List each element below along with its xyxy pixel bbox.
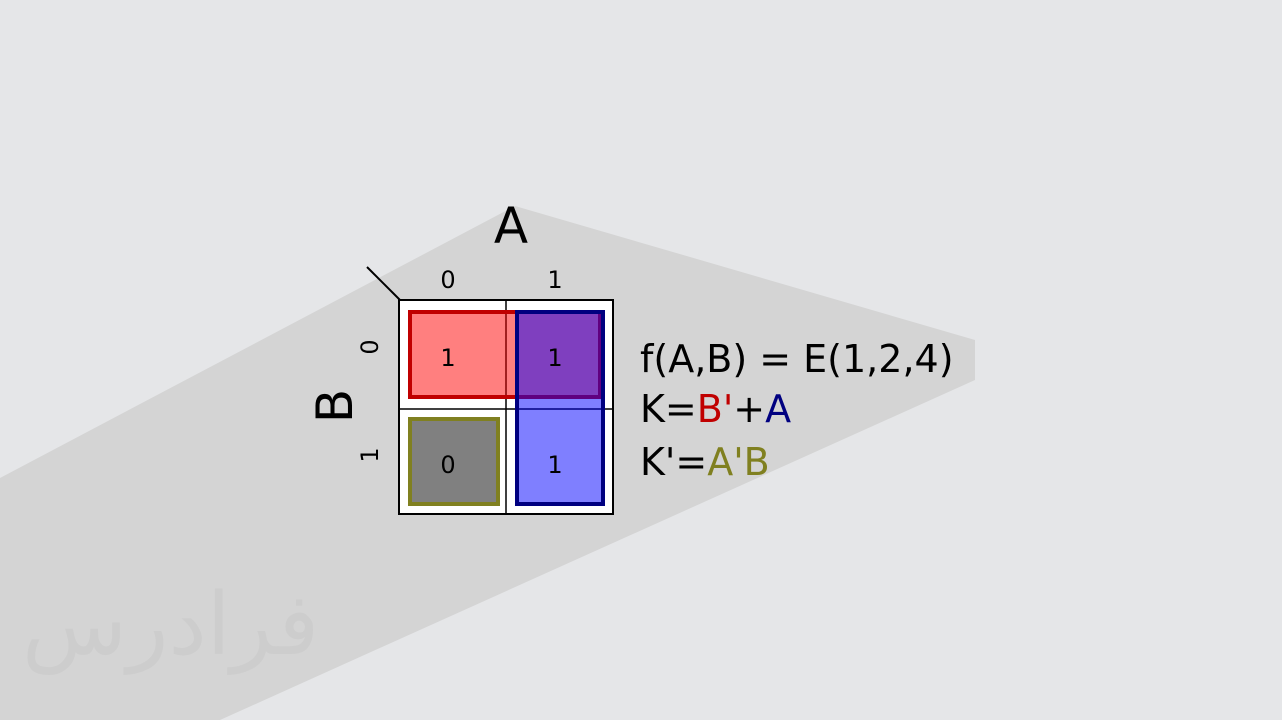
- k-complement-prefix: K'=: [640, 440, 708, 484]
- group-a: [515, 310, 605, 506]
- faradars-watermark-logo: فرادرس: [22, 575, 320, 675]
- k-prefix: K=: [640, 387, 697, 431]
- cell-b1-a0: 0: [440, 451, 455, 479]
- cell-b0-a1: 1: [547, 344, 562, 372]
- row-variable-label: B: [306, 389, 364, 423]
- k-complement-term: A'B: [707, 440, 770, 484]
- row-header-0: 0: [356, 339, 384, 354]
- k-expression: K=B'+A: [640, 390, 791, 428]
- row-header-1: 1: [356, 447, 384, 462]
- cell-b1-a1: 1: [547, 451, 562, 479]
- function-definition: f(A,B) = E(1,2,4): [640, 340, 954, 378]
- group-a-prime-b: [408, 417, 500, 506]
- column-variable-label: A: [494, 197, 528, 255]
- k-operator: +: [733, 387, 766, 431]
- k-complement-expression: K'=A'B: [640, 443, 770, 481]
- column-header-0: 0: [440, 266, 455, 294]
- cell-b0-a0: 1: [440, 344, 455, 372]
- k-term-a: A: [765, 387, 792, 431]
- function-definition-text: f(A,B) = E(1,2,4): [640, 337, 954, 381]
- k-term-b-prime: B': [696, 387, 734, 431]
- kmap-corner-line: [366, 266, 401, 301]
- column-header-1: 1: [547, 266, 562, 294]
